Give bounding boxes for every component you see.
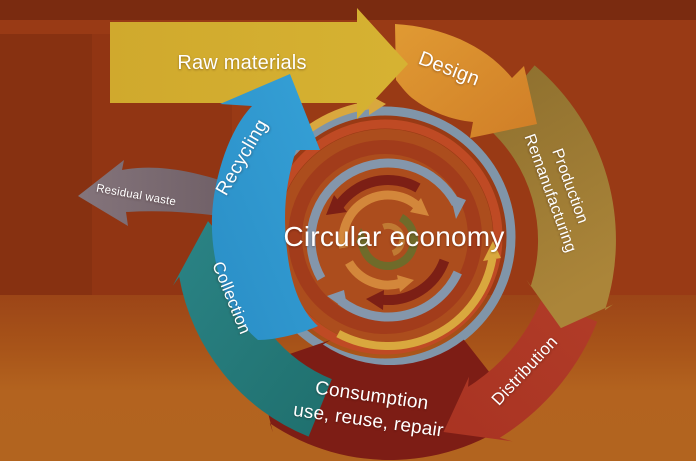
inner-grayblue-arc-top [306, 158, 460, 281]
center-spiral [254, 106, 516, 368]
residual-waste-arrow [78, 160, 232, 226]
recycling-arrow [211, 74, 320, 340]
design-arrow [395, 24, 537, 138]
center-title: Circular economy [283, 220, 505, 252]
inner-tiny-arc [382, 222, 406, 257]
inner-maroon-arc-top [334, 175, 421, 209]
gold-arc-bottom [336, 257, 497, 351]
raw-materials-arrow [110, 8, 408, 119]
outer-bands [78, 8, 616, 461]
inner-orange-arrowhead-top [410, 198, 429, 216]
inner-maroon-arrowhead-bottom [366, 290, 384, 310]
inner-maroon-arc-bottom [382, 258, 450, 306]
center-disc-inner-ring [288, 140, 482, 334]
gold-arrowhead-bottom [483, 241, 501, 261]
inner-maroon-arrowhead-top [326, 195, 347, 215]
inner-olive-arrowhead [356, 228, 370, 246]
inner-grayblue-arrowhead-bottom [327, 290, 348, 311]
raw-materials-label: Raw materials [177, 52, 307, 74]
inner-grayblue-arrowhead-top [450, 194, 466, 219]
background-top-band [0, 0, 696, 20]
inner-orange-arrowhead-bottom [397, 275, 414, 292]
background-left-panel [0, 34, 92, 306]
inner-orange-arc-top [338, 190, 420, 249]
production-arrow [484, 65, 616, 329]
inner-orange-arc-bottom [345, 260, 401, 290]
distribution-arrow [443, 299, 598, 442]
inner-olive-arc [358, 214, 418, 271]
inner-grayblue-arc-bottom [337, 270, 462, 322]
